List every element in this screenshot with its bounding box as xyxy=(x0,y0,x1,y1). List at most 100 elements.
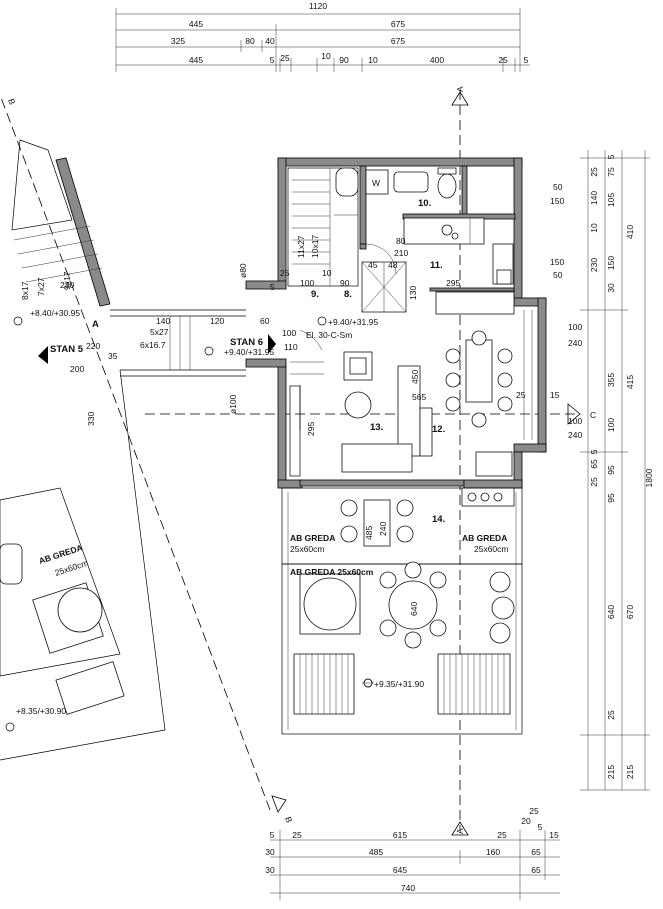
idim-295: 295 xyxy=(446,278,460,288)
dim-bot-2d: 65 xyxy=(531,847,541,857)
idim-295b: 295 xyxy=(306,422,316,436)
idim-640: 640 xyxy=(409,602,419,616)
idim-330: 330 xyxy=(86,412,96,426)
washing-machine-label: W xyxy=(372,178,380,188)
dim-bot-3c: 65 xyxy=(531,865,541,875)
dim-right-c2d: 150 xyxy=(606,256,616,270)
dim-right-c2j: 640 xyxy=(606,605,616,619)
idim-450: 450 xyxy=(410,370,420,384)
idim-phi100: ø100 xyxy=(228,394,238,414)
idim-485: 485 xyxy=(364,526,374,540)
dim-right-c3a: 410 xyxy=(625,225,635,239)
dim-top-4f: 10 xyxy=(368,55,378,65)
idim-240a: 240 xyxy=(568,338,582,348)
dim-right-c3d: 215 xyxy=(625,765,635,779)
dim-right-c1f: 65 xyxy=(589,459,599,469)
dim-right-c1c: 10 xyxy=(589,223,599,233)
bottom-dimension-chains: 5 25 615 25 20 5 15 25 30 485 160 65 30 … xyxy=(265,806,560,900)
stan-5-neighbour xyxy=(0,139,166,761)
idim-130a: 130 xyxy=(408,286,418,300)
idim-200: 200 xyxy=(70,364,84,374)
dim-bot-3b: 645 xyxy=(393,865,407,875)
section-c-label: C xyxy=(590,410,596,420)
idim-35: 35 xyxy=(108,351,118,361)
idim-45: 45 xyxy=(368,260,378,270)
stair-run-3: 5x27 xyxy=(150,327,169,337)
stan-6-entry-arrow xyxy=(268,334,276,354)
idim-150a: 150 xyxy=(550,257,564,267)
stair-run-2: 10x17 xyxy=(310,235,320,258)
idim-25b: 25 xyxy=(516,390,526,400)
idim-100b: 100 xyxy=(568,322,582,332)
idim-565: 565 xyxy=(412,392,426,402)
idim-48: 48 xyxy=(388,260,398,270)
idim-100a: 100 xyxy=(300,278,314,288)
dim-right-c2l: 215 xyxy=(606,765,616,779)
dim-top-4d: 10 xyxy=(321,51,331,61)
dim-right-c2b: 75 xyxy=(606,167,616,177)
dim-top-2b: 675 xyxy=(391,19,405,29)
idim-100d: 100 xyxy=(282,328,296,338)
idim-50a: 50 xyxy=(553,182,563,192)
room-labels: 10. 11. 9. 8. 12. 13. 14. xyxy=(311,198,445,525)
dim-top-total: 1120 xyxy=(309,1,328,11)
stan-5-level: +8.40/+30.95 xyxy=(30,308,80,318)
dim-top-4b: 5 xyxy=(270,55,275,65)
idim-240b: 240 xyxy=(568,430,582,440)
section-a-top-label: A xyxy=(455,86,465,92)
dim-top-3c: 40 xyxy=(265,36,275,46)
dim-bot-1e: 20 xyxy=(521,816,531,826)
terrace-level: +9.35/+31.90 xyxy=(374,679,424,689)
dim-right-total: 1800 xyxy=(644,468,654,487)
idim-25a: 25 xyxy=(280,268,290,278)
dim-right-c2c: 105 xyxy=(606,193,616,207)
kitchen-counter xyxy=(435,291,515,507)
room-8-label: 8. xyxy=(344,289,352,300)
idim-10a: 10 xyxy=(322,268,332,278)
dim-top-3b: 80 xyxy=(245,36,255,46)
dim-bot-2a: 30 xyxy=(265,847,275,857)
section-lines: A A C B B xyxy=(0,86,596,836)
sun-loungers xyxy=(293,653,511,715)
dim-right-c1a: 25 xyxy=(589,167,599,177)
living-room-furniture xyxy=(289,329,433,477)
dim-bot-4a: 740 xyxy=(401,883,415,893)
beam-full-label: AB GREDA 25x60cm xyxy=(290,567,374,577)
idim-50b: 50 xyxy=(553,270,563,280)
idim-230: 230 xyxy=(60,280,74,290)
terrace-14 xyxy=(281,487,523,735)
dim-right-c3c: 670 xyxy=(625,605,635,619)
exterior-walls xyxy=(245,157,547,489)
idim-60: 60 xyxy=(260,316,270,326)
section-b-bottom-label: B xyxy=(283,815,294,824)
idim-240c: 240 xyxy=(378,522,388,536)
dim-right-c1g: 5 xyxy=(589,449,599,454)
beam-left-title: AB GREDA xyxy=(290,533,335,543)
left-stair-3: 9x17 xyxy=(62,271,72,290)
beam-right-title: AB GREDA xyxy=(462,533,507,543)
dim-right-c1b: 140 xyxy=(589,191,599,205)
dim-right-c2e: 30 xyxy=(606,283,616,293)
room-9-label: 9. xyxy=(311,289,319,300)
dim-top-4e: 90 xyxy=(339,55,349,65)
bathroom-fixtures: W xyxy=(365,167,514,285)
beam-right-size: 25x60cm xyxy=(474,544,509,554)
idim-220: 220 xyxy=(86,341,100,351)
dim-top-4a: 445 xyxy=(189,55,203,65)
section-b-top-label: B xyxy=(6,97,17,106)
dim-top-4c: 25 xyxy=(280,53,290,63)
dim-right-c1e: 25 xyxy=(589,477,599,487)
dim-right-c2h: 95 xyxy=(606,465,616,475)
dim-right-c3b: 415 xyxy=(625,375,635,389)
stan-5-title: STAN 5 xyxy=(50,344,84,355)
dim-top-3a: 325 xyxy=(171,36,185,46)
dim-bot-2c: 160 xyxy=(486,847,500,857)
top-dimension-chains: 1120 445 675 325 80 40 675 445 5 25 10 9… xyxy=(115,1,530,72)
beam-left-size: 25x60cm xyxy=(290,544,325,554)
dim-right-c2f: 355 xyxy=(606,373,616,387)
dining-set xyxy=(445,310,533,440)
idim-210: 210 xyxy=(394,248,408,258)
dim-right-c2g: 100 xyxy=(606,418,616,432)
hall-level: +9.40/+31.95 xyxy=(328,317,378,327)
